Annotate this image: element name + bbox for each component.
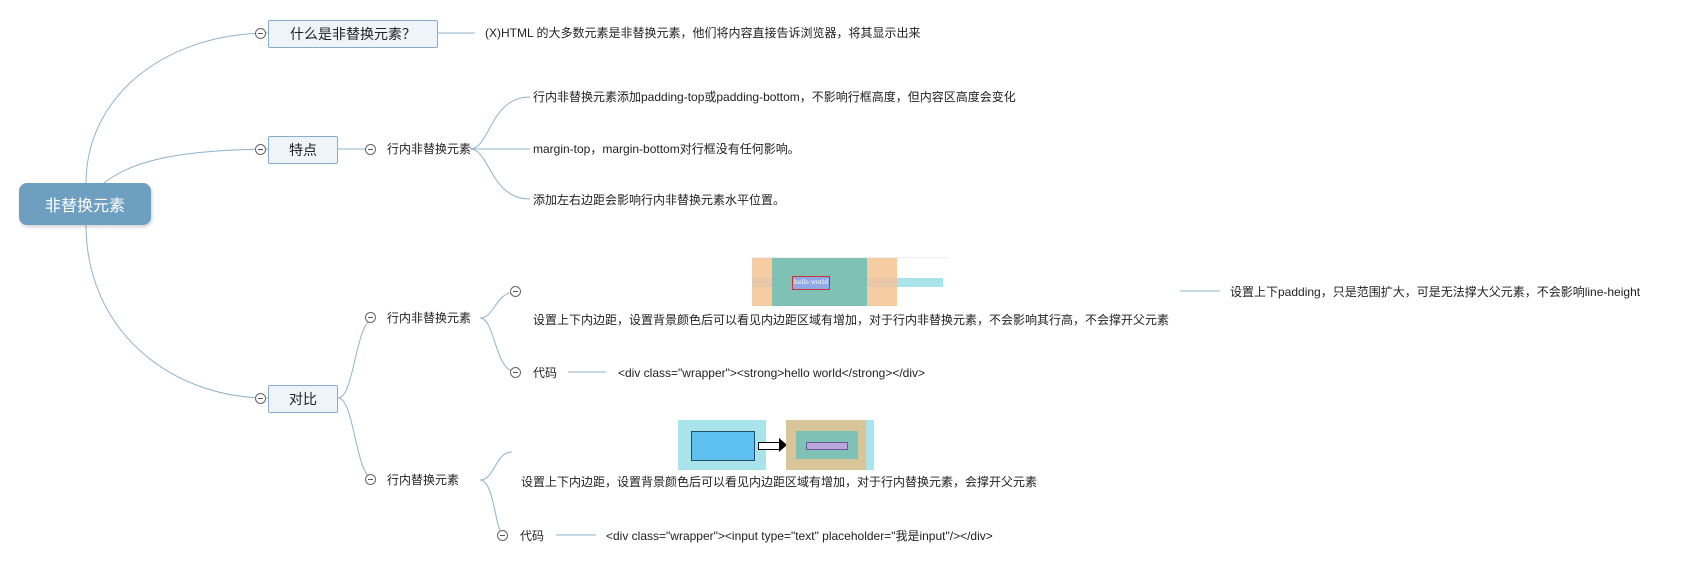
collapse-toggle-icon[interactable] (255, 393, 266, 404)
features-sub-label[interactable]: 行内非替换元素 (387, 142, 472, 156)
code-label[interactable]: 代码 (533, 366, 558, 380)
collapse-toggle-icon[interactable] (510, 367, 521, 378)
compare-replaced-label[interactable]: 行内替换元素 (387, 473, 460, 487)
features-item[interactable]: 添加左右边距会影响行内非替换元素水平位置。 (533, 193, 786, 207)
compare-nonreplaced-note[interactable]: 设置上下padding，只是范围扩大，可是无法撑大父元素，不会影响line-he… (1230, 285, 1641, 299)
code-label[interactable]: 代码 (520, 529, 545, 543)
collapse-toggle-icon[interactable] (497, 530, 508, 541)
collapse-toggle-icon[interactable] (255, 28, 266, 39)
collapse-toggle-icon[interactable] (510, 286, 521, 297)
features-item[interactable]: margin-top，margin-bottom对行框没有任何影响。 (533, 142, 800, 156)
root-topic-label: 非替换元素 (44, 198, 125, 215)
topic-what-desc[interactable]: (X)HTML 的大多数元素是非替换元素，他们将内容直接告诉浏览器，将其显示出来 (485, 26, 921, 40)
replaced-demo-image (678, 420, 874, 472)
topic-compare-label: 对比 (289, 391, 317, 407)
code-snippet[interactable]: <div class="wrapper"><strong>hello world… (618, 366, 926, 380)
nonreplaced-demo-image: hello world (752, 257, 948, 307)
topic-what-label: 什么是非替换元素？ (290, 26, 416, 42)
collapse-toggle-icon[interactable] (365, 144, 376, 155)
collapse-toggle-icon[interactable] (365, 312, 376, 323)
compare-nonreplaced-desc[interactable]: 设置上下内边距，设置背景颜色后可以看见内边距区域有增加，对于行内非替换元素，不会… (533, 313, 1170, 327)
topic-what[interactable]: 什么是非替换元素？ (268, 20, 438, 48)
features-item[interactable]: 行内非替换元素添加padding-top或padding-bottom，不影响行… (533, 90, 1016, 104)
topic-features[interactable]: 特点 (268, 136, 338, 164)
demo-strong-text: hello world (792, 276, 830, 290)
compare-nonreplaced-label[interactable]: 行内非替换元素 (387, 311, 472, 325)
collapse-toggle-icon[interactable] (255, 144, 266, 155)
collapse-toggle-icon[interactable] (365, 474, 376, 485)
root-topic[interactable]: 非替换元素 (19, 183, 151, 225)
topic-compare[interactable]: 对比 (268, 385, 338, 413)
code-snippet[interactable]: <div class="wrapper"><input type="text" … (606, 529, 993, 543)
compare-replaced-desc[interactable]: 设置上下内边距，设置背景颜色后可以看见内边距区域有增加，对于行内替换元素，会撑开… (521, 475, 1038, 489)
topic-features-label: 特点 (289, 142, 317, 158)
